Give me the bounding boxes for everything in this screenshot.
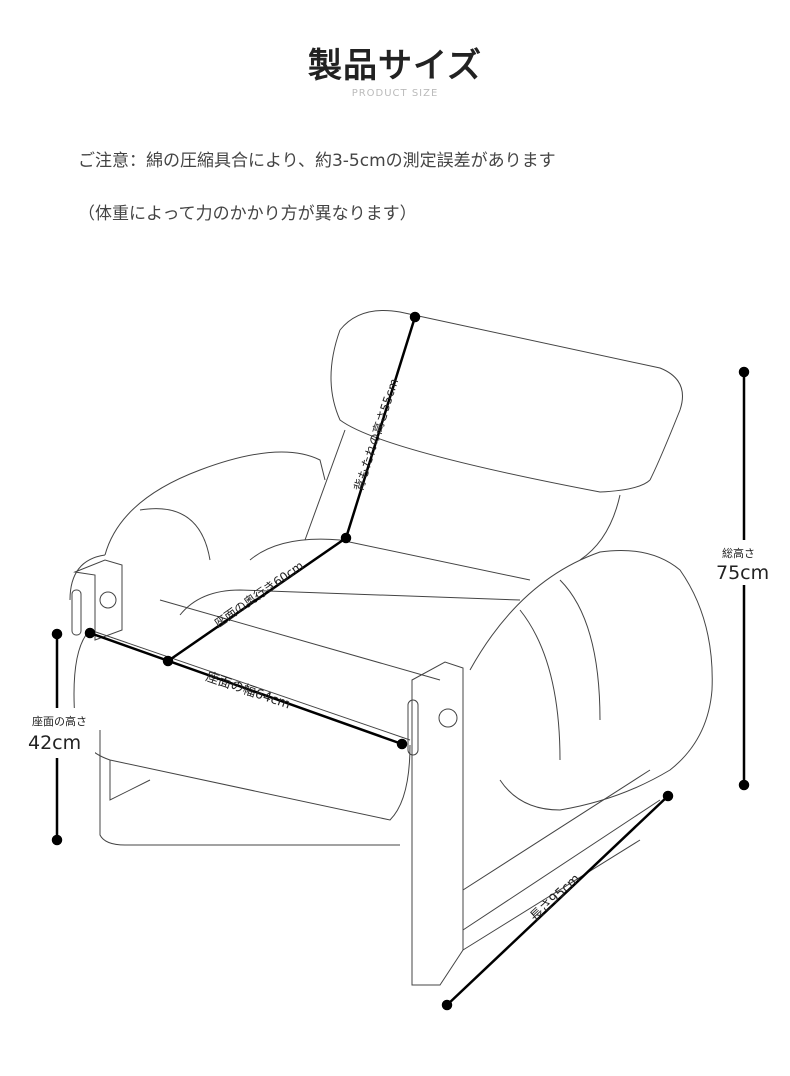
chair-illustration — [69, 309, 713, 986]
endpoint-dot — [84, 627, 96, 639]
length-label: 長さ95cm — [527, 871, 583, 924]
endpoint-dot — [340, 532, 352, 544]
total-height-label: 総高さ — [722, 546, 755, 560]
backrest-height-line — [344, 316, 417, 539]
seat-depth-label: 座面の奥行き60cm — [211, 558, 306, 631]
endpoint-dot — [396, 738, 408, 750]
page-title: 製品サイズ — [308, 46, 482, 86]
note-measurement-error: ご注意：綿の圧縮具合により、約3-5cmの測定誤差があります — [78, 151, 556, 171]
endpoint-dot — [162, 655, 174, 667]
total-height-label-bg — [712, 540, 772, 585]
length-line — [446, 795, 669, 1006]
seat-width-label: 座面の幅64cm — [204, 670, 292, 713]
seat-width-line — [89, 631, 403, 746]
note-weight: （体重によって力のかかり方が異なります） — [78, 204, 417, 224]
endpoint-dot — [662, 790, 674, 802]
endpoint-dot — [51, 628, 63, 640]
seat-height-label-bg — [20, 708, 95, 758]
endpoint-dot — [738, 779, 750, 791]
seat-height-value: 42cm — [28, 732, 81, 754]
endpoint-dot — [409, 311, 421, 323]
dimension-lines — [51, 311, 750, 1011]
total-height-value: 75cm — [716, 562, 769, 584]
seat-depth-line — [167, 536, 347, 663]
backrest-height-label: 背もたれの高さ55cm — [351, 376, 402, 492]
page-subtitle: PRODUCT SIZE — [351, 88, 439, 99]
seat-height-label: 座面の高さ — [32, 714, 87, 728]
endpoint-dot — [51, 834, 63, 846]
endpoint-dot — [441, 999, 453, 1011]
endpoint-dot — [738, 366, 750, 378]
